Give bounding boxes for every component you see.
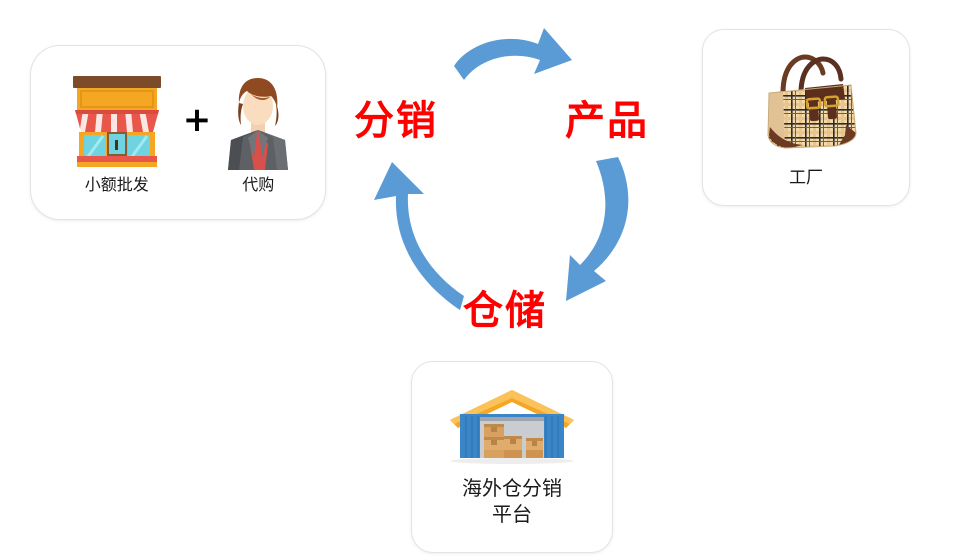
arrow-storage-to-distribution-icon [374, 162, 464, 310]
arrow-distribution-to-product-icon [454, 28, 572, 80]
stage-label-storage: 仓储 [463, 288, 547, 334]
stage-label-distribution: 分销 [354, 98, 438, 144]
storefront-icon [65, 70, 169, 170]
stage-label-product: 产品 [565, 98, 649, 144]
businesswoman-icon [225, 70, 291, 170]
warehouse-icon [446, 386, 578, 466]
arrow-product-to-storage-icon [566, 157, 629, 301]
retail-item-label-wholesale: 小额批发 [84, 176, 149, 194]
retail-item-wholesale: 小额批发 [65, 70, 169, 196]
retail-item-label-agent: 代购 [242, 176, 275, 194]
card-retail-channel[interactable]: 小额批发 + [30, 45, 326, 220]
warehouse-label: 海外仓分销 平台 [462, 478, 562, 526]
plus-connector-icon: + [182, 99, 212, 140]
retail-item-agent: 代购 [225, 70, 291, 196]
handbag-icon [743, 47, 869, 157]
factory-label: 工厂 [789, 167, 823, 187]
card-factory[interactable]: 工厂 [702, 29, 910, 206]
card-warehouse-platform[interactable]: 海外仓分销 平台 [411, 361, 613, 553]
